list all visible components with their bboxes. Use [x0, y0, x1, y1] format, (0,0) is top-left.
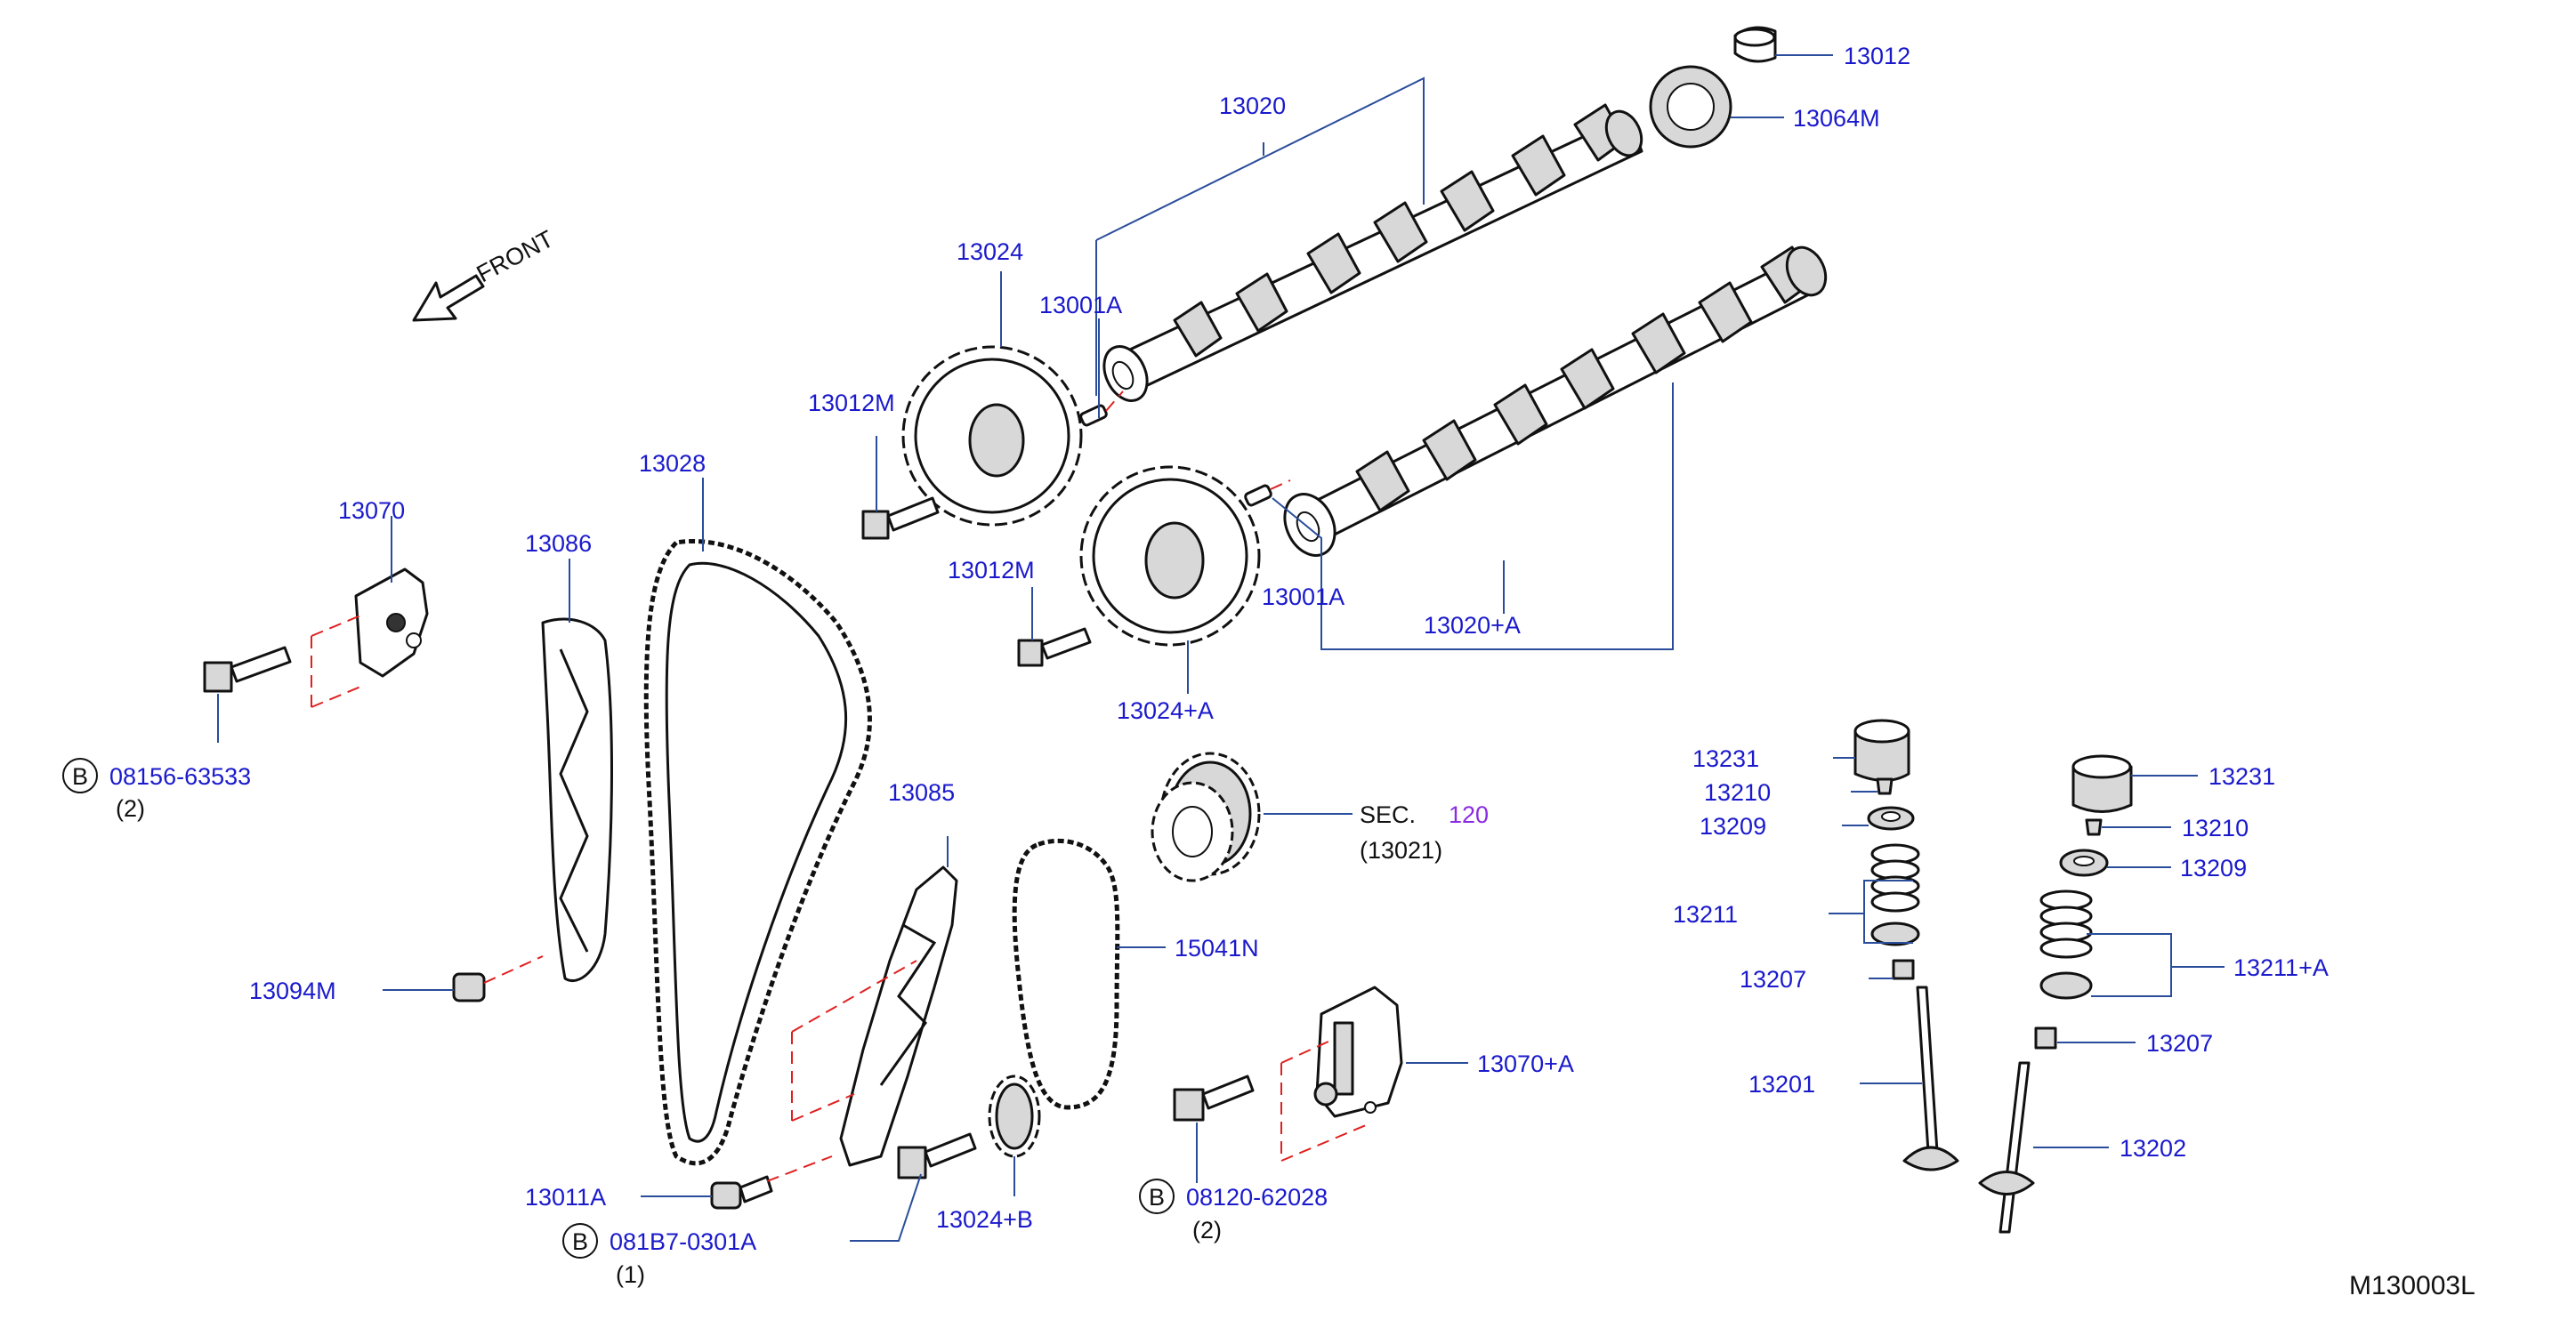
exhaust-valve-13202[interactable] [1978, 1061, 2035, 1234]
chain-guide-13086[interactable] [541, 617, 613, 982]
tension-guide-hidden-3 [791, 1093, 855, 1122]
valve-retainer-right[interactable] [2059, 849, 2109, 877]
callout-13202: 13202 [2120, 1135, 2186, 1162]
tensioner-a-hidden-1 [1280, 1040, 1331, 1064]
bolt-marker-2 [562, 1223, 598, 1259]
tensioner-bolt-13070[interactable] [203, 646, 292, 693]
callout-13207-left: 13207 [1740, 966, 1806, 993]
camshaft-lower[interactable] [1275, 241, 1833, 563]
callout-13210-right: 13210 [2182, 815, 2249, 841]
guide-pin-13011A[interactable] [710, 1175, 773, 1210]
valve-lifter-left[interactable] [1853, 719, 1910, 782]
tension-guide-hidden-1 [791, 960, 917, 1033]
callout-13020: 13020 [1219, 93, 1286, 119]
valve-seal-right[interactable] [2034, 1026, 2057, 1050]
callout-bolt-3-qty: (2) [1192, 1217, 1222, 1244]
camshaft-upper[interactable] [1096, 103, 1649, 407]
callout-13210-left: 13210 [1704, 779, 1771, 806]
valve-collet-right[interactable] [2085, 818, 2103, 836]
pin-alignment-lower [1270, 479, 1291, 490]
bolt-marker-3-label: B [1149, 1184, 1165, 1211]
callout-13094m: 13094M [249, 978, 336, 1004]
sprocket-bolt-lower[interactable] [1017, 627, 1092, 667]
callout-13085: 13085 [888, 779, 955, 806]
callout-bolt-081b7-0301a: 081B7-0301A [610, 1228, 756, 1255]
sprocket-bolt-upper[interactable] [861, 496, 940, 540]
tensioner-a-bolt[interactable] [1173, 1075, 1255, 1122]
bolt-marker-2-label: B [572, 1228, 588, 1255]
callout-13024a: 13024+A [1117, 697, 1214, 724]
callout-13020a: 13020+A [1424, 612, 1521, 639]
callout-sec-number[interactable]: 120 [1449, 801, 1489, 828]
callout-13207-right: 13207 [2146, 1030, 2213, 1057]
dowel-pin-upper[interactable] [1079, 404, 1108, 427]
valve-seal-left[interactable] [1892, 959, 1915, 980]
callout-13012m-mid: 13012M [948, 557, 1035, 584]
diagram-code: M130003L [2349, 1271, 2475, 1300]
chain-tensioner-13070[interactable] [354, 567, 429, 678]
bolt-marker-3 [1139, 1179, 1175, 1214]
bolt-marker-1-label: B [72, 763, 88, 790]
guide-pin-13011A-hidden [766, 1155, 833, 1182]
callout-13024b: 13024+B [936, 1206, 1033, 1233]
callout-13070: 13070 [338, 497, 405, 524]
callout-sec-part: (13021) [1360, 837, 1442, 864]
callout-15041n: 15041N [1175, 935, 1259, 962]
callout-13070a: 13070+A [1477, 1050, 1574, 1077]
callout-13001a-mid: 13001A [1262, 584, 1345, 610]
front-label: FRONT [472, 225, 558, 287]
tension-guide-13085[interactable] [839, 865, 958, 1167]
callout-13024: 13024 [957, 238, 1023, 265]
valve-spring-right[interactable] [2039, 889, 2093, 1000]
valve-retainer-left[interactable] [1867, 806, 1915, 831]
callout-13201: 13201 [1748, 1071, 1815, 1098]
sprocket-13024-b[interactable] [988, 1075, 1041, 1158]
intake-valve-13201[interactable] [1902, 986, 1959, 1171]
sprocket-13024[interactable] [901, 345, 1083, 527]
callout-bolt-2-qty: (1) [616, 1261, 645, 1288]
crank-sprocket-13021[interactable] [1151, 752, 1261, 882]
callout-13086: 13086 [525, 530, 592, 557]
callout-13011a: 13011A [525, 1184, 606, 1211]
callout-13209-left: 13209 [1700, 813, 1766, 840]
bolt-marker-1 [62, 758, 98, 793]
signal-plate-13064M[interactable] [1649, 65, 1732, 149]
callout-bolt-08156-63533: 08156-63533 [109, 763, 251, 790]
callout-13231-right: 13231 [2209, 763, 2275, 790]
valve-lifter-right[interactable] [2071, 754, 2133, 813]
guide-pin-13094M[interactable] [452, 972, 486, 1002]
callout-13209-right: 13209 [2180, 855, 2247, 881]
tensioner-hidden-line-1 [311, 613, 366, 637]
chain-tensioner-13070-a[interactable] [1313, 986, 1403, 1118]
callout-13012m-top: 13012M [808, 390, 895, 416]
timing-chain-13028[interactable] [643, 539, 872, 1166]
callout-13064m: 13064M [1793, 105, 1880, 132]
callout-13001a-top: 13001A [1039, 292, 1122, 318]
callout-13231-left: 13231 [1692, 745, 1759, 772]
front-arrow [412, 274, 485, 322]
sprocket-bolt-13024-b[interactable] [897, 1132, 977, 1179]
oil-pump-chain-15041N[interactable] [1012, 838, 1120, 1110]
callout-bolt-1-qty: (2) [116, 795, 145, 822]
callout-13012: 13012 [1844, 43, 1910, 69]
pin-alignment-upper [1105, 390, 1124, 412]
valve-collet-left[interactable] [1876, 777, 1894, 795]
dowel-pin-lower[interactable] [1244, 484, 1272, 507]
callout-sec: SEC. [1360, 801, 1416, 828]
callout-13211: 13211 [1673, 901, 1738, 928]
leader-lines [217, 54, 2225, 1242]
valve-spring-left[interactable] [1870, 843, 1920, 946]
sprocket-13024-a[interactable] [1079, 465, 1261, 647]
callout-13211a: 13211+A [2233, 954, 2329, 981]
callout-13028: 13028 [639, 450, 706, 477]
guide-pin-hidden-line [483, 955, 544, 984]
cam-plug-13012[interactable] [1733, 26, 1777, 63]
callout-bolt-08120-62028: 08120-62028 [1186, 1184, 1328, 1211]
tensioner-hidden-line-2 [311, 684, 366, 708]
tensioner-a-hidden-3 [1280, 1124, 1367, 1162]
